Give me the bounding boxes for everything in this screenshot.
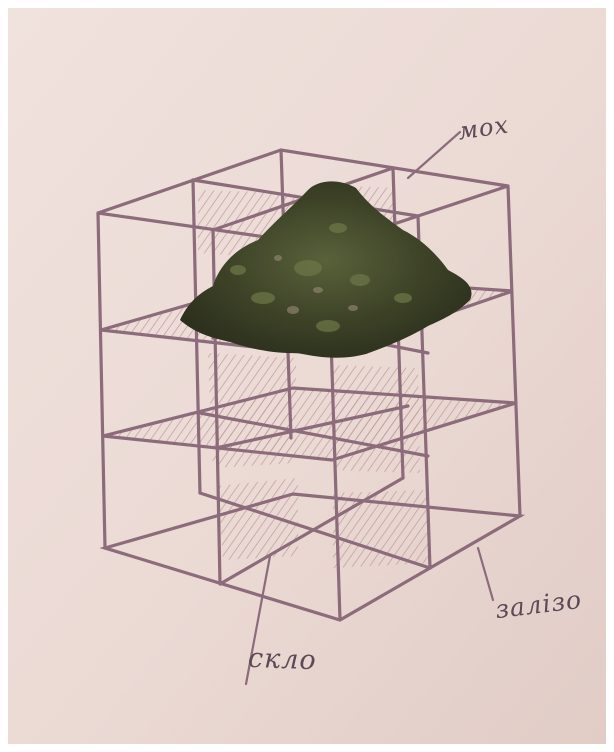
cube-sketch [8, 8, 606, 744]
sketch-paper: мох залізо скло [8, 8, 606, 744]
glass-pane-bottom-left [218, 478, 298, 560]
glass-label: скло [247, 643, 317, 676]
